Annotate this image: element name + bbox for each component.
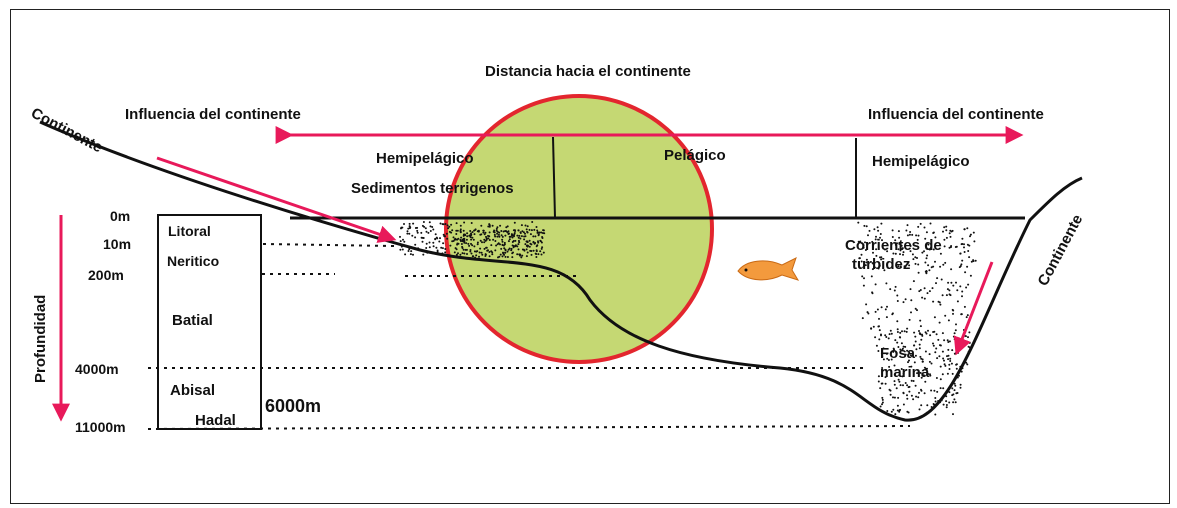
trench-label-line1: Fosa xyxy=(880,345,916,362)
zone-batial: Batial xyxy=(172,312,213,329)
depth-200m: 200m xyxy=(88,267,124,283)
turbidity-sediment-dots xyxy=(857,221,977,416)
turbidity-label-line2: turbidez xyxy=(852,256,910,273)
depth-6000m: 6000m xyxy=(265,396,321,416)
depth-11000m: 11000m xyxy=(75,419,126,435)
zone-litoral: Litoral xyxy=(168,223,211,239)
zone-terrigenous: Sedimentos terrigenos xyxy=(351,180,514,197)
zone-divider-1 xyxy=(552,136,556,219)
zone-pelagic: Pelágico xyxy=(664,147,726,164)
continent-left-label: Continente xyxy=(28,105,105,157)
trench-label-line2: marina xyxy=(880,364,930,381)
diagram-title: Distancia hacia el continente xyxy=(485,63,691,80)
turbidity-label-line1: Corrientes de xyxy=(845,237,942,254)
continent-right-label: Continente xyxy=(1035,212,1087,289)
depth-line-11000m xyxy=(147,425,911,430)
zone-abisal: Abisal xyxy=(170,382,215,399)
zone-neritico: Neritico xyxy=(167,253,219,269)
turbidity-arrow xyxy=(953,261,994,356)
depth-axis-label: Profundidad xyxy=(32,295,49,383)
seafloor-profile xyxy=(39,120,1083,422)
zone-hemipelagic-right: Hemipelágico xyxy=(872,153,970,170)
depth-line-10m xyxy=(262,243,396,247)
depth-0m: 0m xyxy=(110,208,130,224)
diagram-frame xyxy=(10,9,1170,504)
depth-10m: 10m xyxy=(103,236,131,252)
pelagic-highlight-circle xyxy=(444,94,714,364)
zone-hemipelagic-left: Hemipelágico xyxy=(376,150,474,167)
zone-hadal: Hadal xyxy=(195,412,236,429)
influence-right-label: Influencia del continente xyxy=(868,106,1044,123)
depth-4000m: 4000m xyxy=(75,361,119,377)
terrigenous-input-arrow xyxy=(156,156,397,243)
depth-zone-table xyxy=(157,214,262,430)
influence-left-label: Influencia del continente xyxy=(125,106,301,123)
fish-icon xyxy=(737,257,800,281)
